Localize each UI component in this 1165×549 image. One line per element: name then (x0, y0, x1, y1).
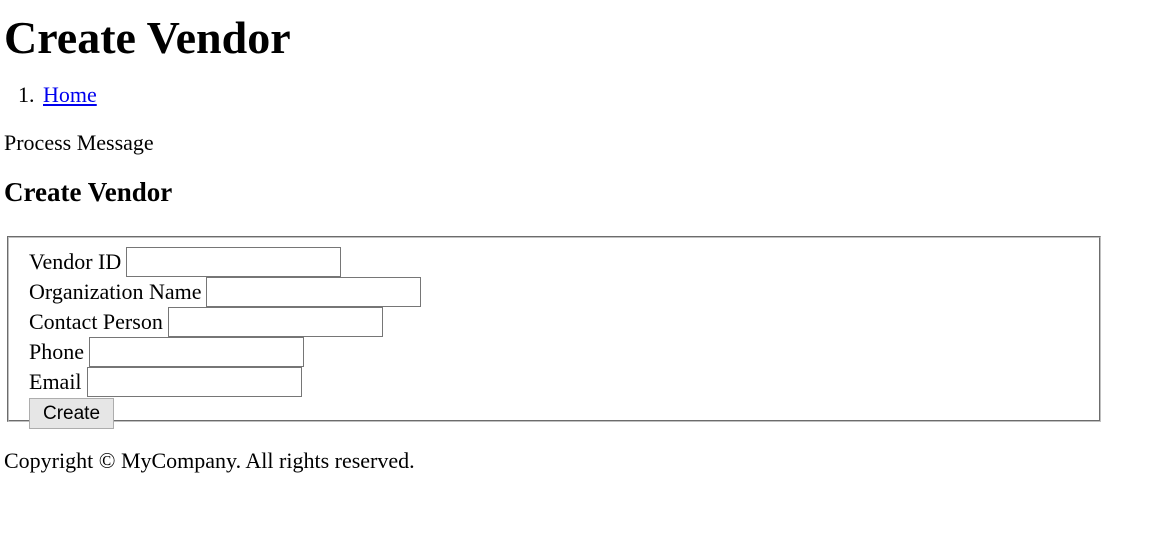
footer-copyright: Copyright © MyCompany. All rights reserv… (4, 448, 415, 473)
email-label: Email (29, 369, 82, 394)
breadcrumb: Home (4, 82, 1161, 108)
breadcrumb-item-home: Home (40, 82, 1161, 108)
phone-label: Phone (29, 339, 84, 364)
vendor-id-row: Vendor ID (29, 247, 1079, 277)
section-title: Create Vendor (4, 177, 173, 207)
phone-input[interactable] (89, 337, 304, 367)
organization-name-row: Organization Name (29, 277, 1079, 307)
email-row: Email (29, 367, 1079, 397)
page-container: Create Vendor Home Process Message Creat… (0, 0, 1165, 474)
organization-name-label: Organization Name (29, 279, 202, 304)
vendor-id-label: Vendor ID (29, 249, 122, 274)
submit-row: Create (29, 398, 1079, 429)
home-link[interactable]: Home (43, 82, 97, 107)
process-message: Process Message (4, 130, 154, 155)
phone-row: Phone (29, 337, 1079, 367)
contact-person-label: Contact Person (29, 309, 163, 334)
create-button[interactable]: Create (29, 398, 114, 429)
vendor-form: Vendor ID Organization Name Contact Pers… (7, 236, 1101, 429)
contact-person-row: Contact Person (29, 307, 1079, 337)
email-input[interactable] (86, 367, 302, 397)
vendor-id-input[interactable] (126, 247, 342, 277)
page-title: Create Vendor (4, 12, 291, 63)
organization-name-input[interactable] (206, 277, 422, 307)
contact-person-input[interactable] (167, 307, 383, 337)
